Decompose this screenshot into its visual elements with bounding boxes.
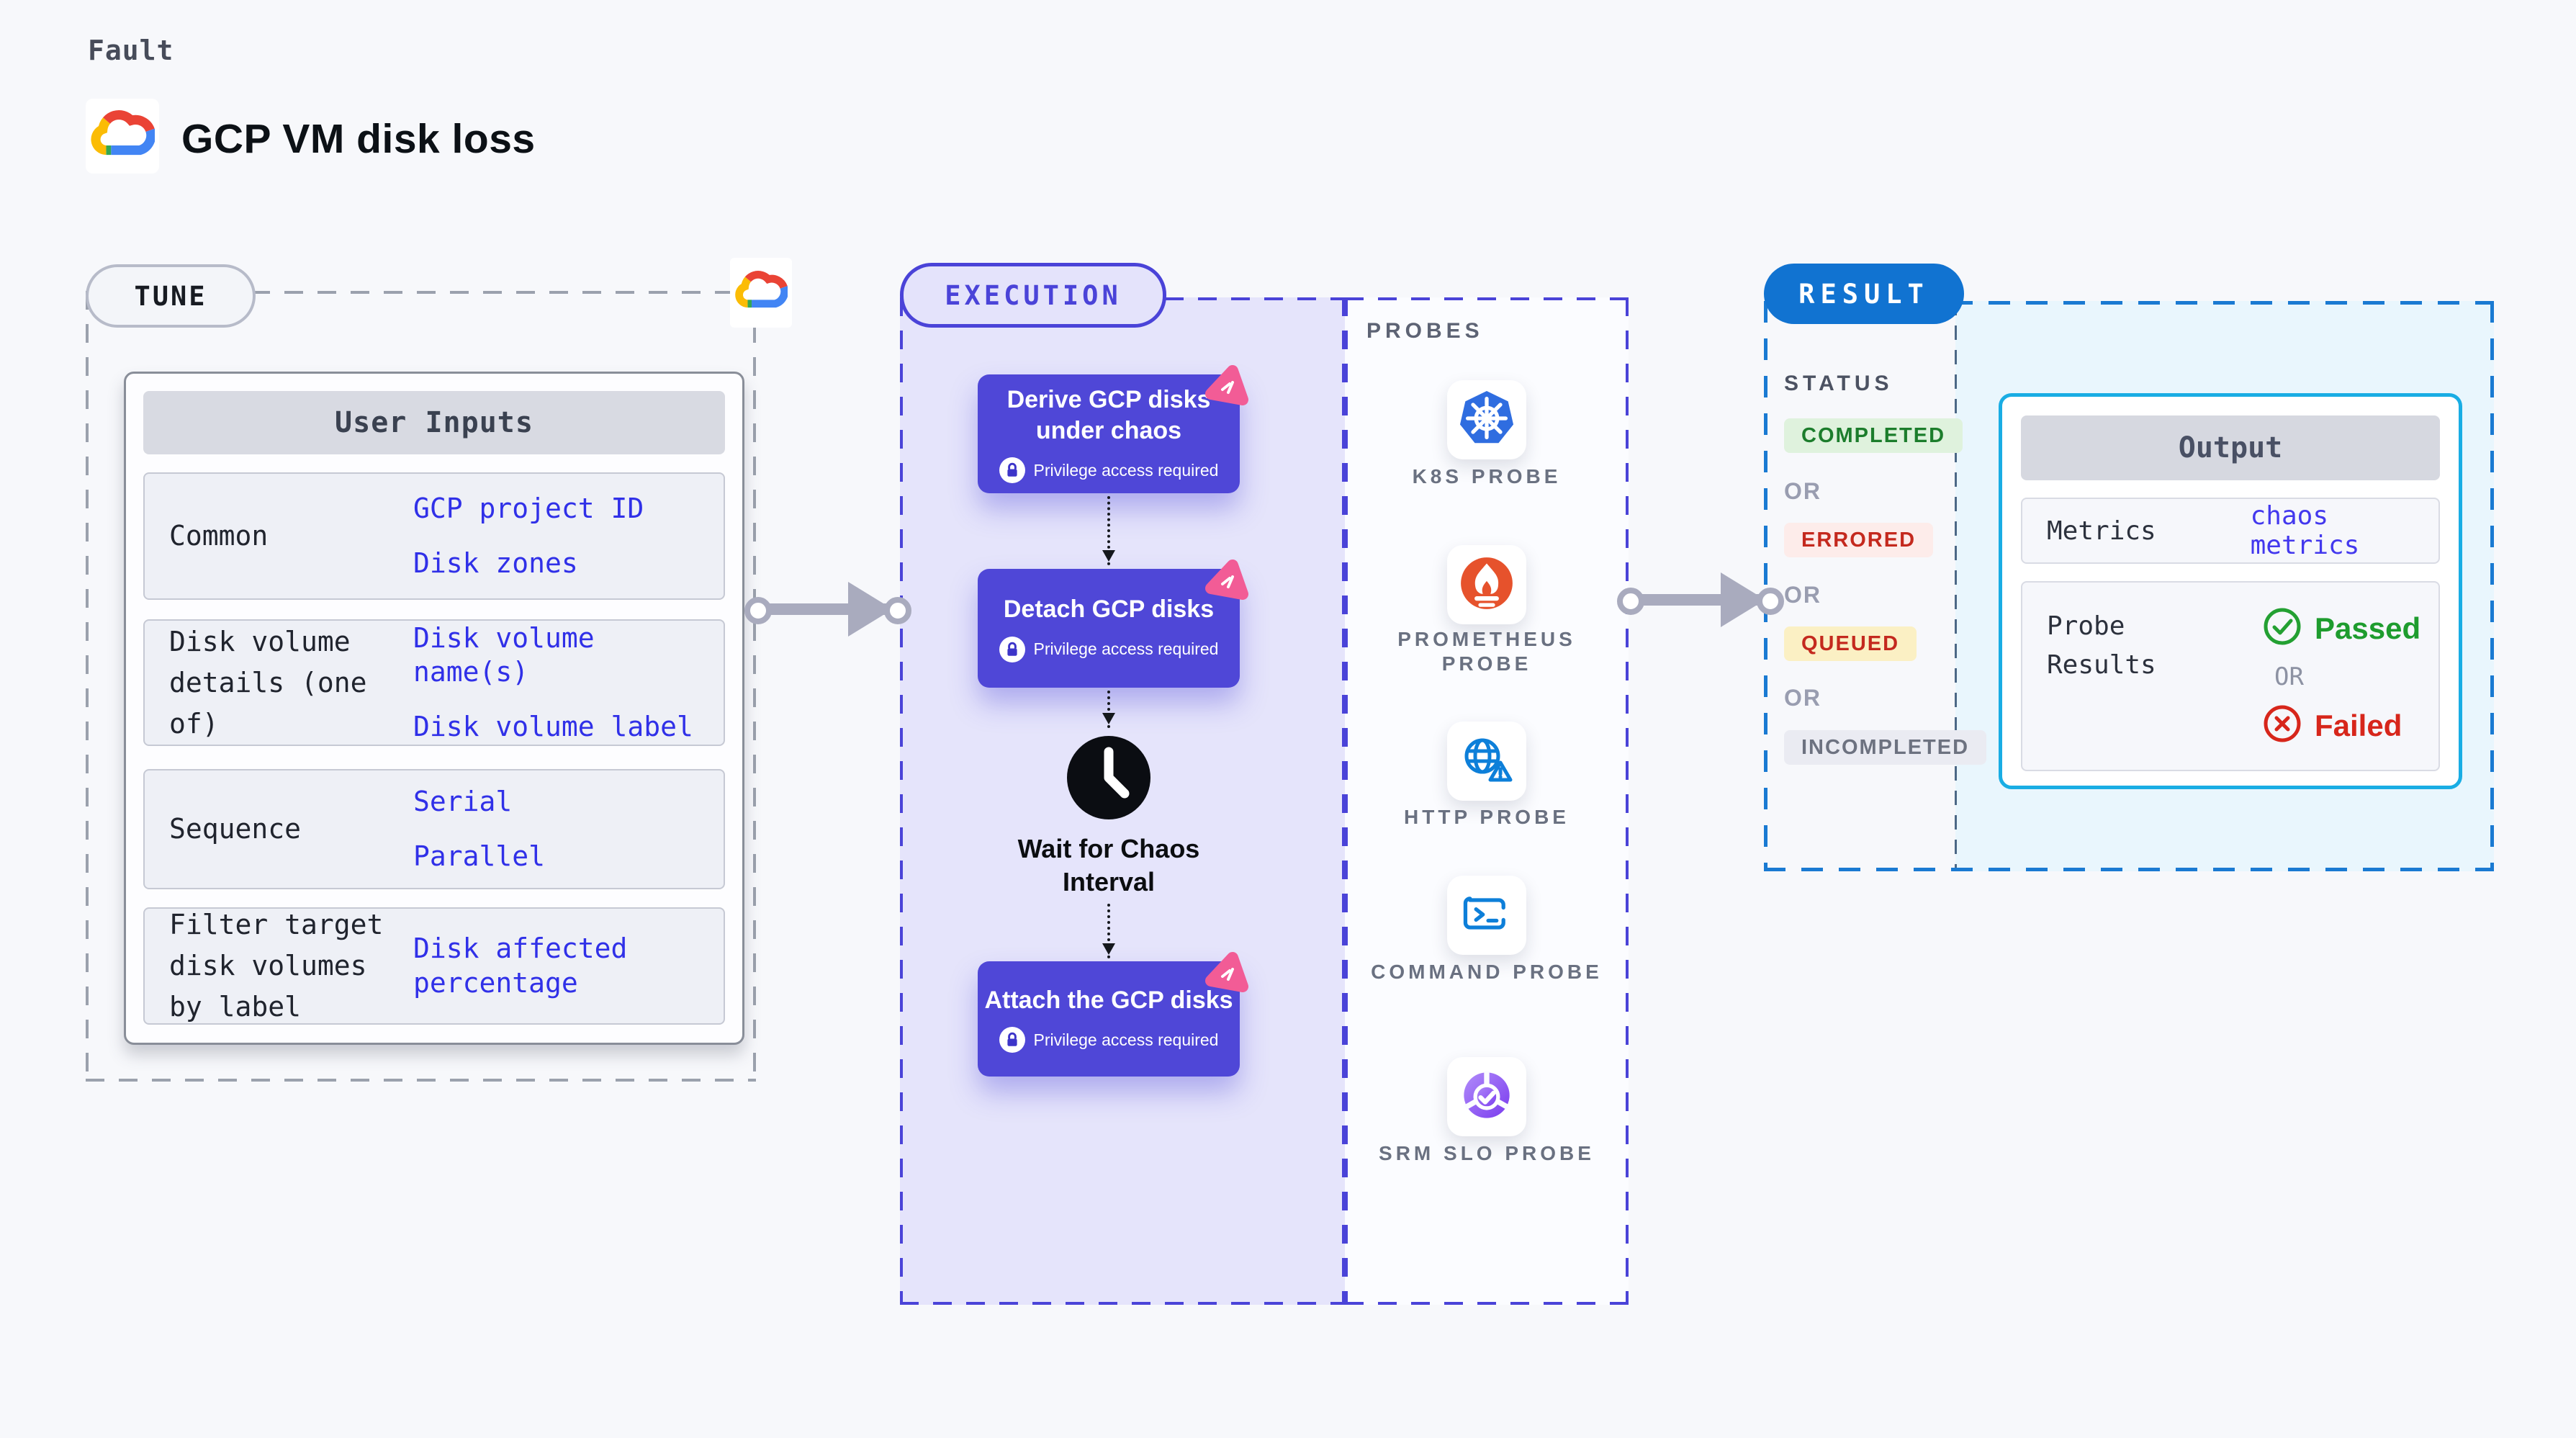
- status-badge-errored: ERRORED: [1784, 523, 1934, 557]
- input-value: Parallel: [413, 840, 545, 872]
- output-card: Output Metrics chaos metrics Probe Resul…: [1999, 393, 2462, 789]
- row-label: Filter target disk volumes by label: [169, 909, 384, 1023]
- passed-check-icon: [2263, 607, 2302, 650]
- privilege-note: Privilege access required: [1033, 1030, 1219, 1049]
- metrics-row: Metrics chaos metrics: [2021, 498, 2440, 564]
- failed-label: Failed: [2315, 708, 2402, 742]
- metrics-label: Metrics: [2047, 516, 2156, 546]
- http-probe-card: [1447, 722, 1526, 801]
- input-value: Disk zones: [413, 547, 578, 579]
- status-header: STATUS: [1784, 372, 1893, 395]
- srm-slo-probe-card: [1447, 1057, 1526, 1136]
- user-input-row-disk-volume: Disk volume details (one of) Disk volume…: [143, 619, 725, 746]
- http-globe-warning-icon: [1459, 734, 1515, 789]
- gcp-cloud-icon: [90, 109, 155, 164]
- gcp-logo-card-small: [730, 258, 792, 328]
- probe-label: SRM SLO PROBE: [1379, 1142, 1595, 1164]
- node-title: Derive GCP disks under chaos: [1006, 386, 1211, 444]
- user-inputs-header: User Inputs: [143, 391, 725, 454]
- execution-section-badge: EXECUTION: [900, 263, 1166, 328]
- probe-label: K8S PROBE: [1412, 465, 1562, 487]
- privilege-note: Privilege access required: [1033, 460, 1219, 480]
- tune-section-badge: TUNE: [86, 264, 256, 328]
- flow-connector: [1102, 904, 1115, 958]
- output-header: Output: [2021, 415, 2440, 480]
- failed-x-icon: [2263, 704, 2302, 747]
- or-label: OR: [1784, 478, 1821, 504]
- page-title: GCP VM disk loss: [181, 116, 536, 162]
- chaos-flag-icon: [1201, 360, 1251, 410]
- probe-label: PROMETHEUS PROBE: [1397, 628, 1576, 675]
- user-input-row-common: Common GCP project ID Disk zones: [143, 472, 725, 600]
- status-badge-completed: COMPLETED: [1784, 418, 1963, 453]
- execution-section: Derive GCP disks under chaos Privilege a…: [900, 297, 1345, 1305]
- status-badge-queued: QUEUED: [1784, 626, 1917, 661]
- row-label: Disk volume details (one of): [169, 625, 367, 740]
- row-label: Common: [169, 520, 269, 552]
- chaos-flag-icon: [1201, 947, 1251, 997]
- passed-item: Passed: [2263, 607, 2420, 650]
- result-divider: [1955, 301, 1957, 871]
- flow-connector: [1102, 691, 1115, 728]
- wait-clock-icon: [1064, 733, 1153, 822]
- user-inputs-card: User Inputs Common GCP project ID Disk z…: [124, 372, 744, 1045]
- prometheus-probe-card: [1447, 545, 1526, 624]
- k8s-probe-card: [1447, 380, 1526, 459]
- result-section: STATUS COMPLETED OR ERRORED OR QUEUED OR…: [1764, 301, 2494, 871]
- flow-arrow-probes-to-result: [1617, 571, 1784, 629]
- kubernetes-icon: [1459, 390, 1514, 449]
- srm-slo-icon: [1459, 1068, 1514, 1126]
- wait-for-chaos-label: Wait for Chaos Interval: [1017, 834, 1200, 897]
- or-label: OR: [1784, 582, 1821, 608]
- user-input-row-sequence: Sequence Serial Parallel: [143, 769, 725, 889]
- input-value: Serial: [413, 786, 513, 817]
- execution-node-derive-disks: Derive GCP disks under chaos Privilege a…: [978, 374, 1240, 493]
- command-probe-card: [1447, 876, 1526, 955]
- terminal-icon: [1459, 886, 1514, 945]
- status-badge-incompleted: INCOMPLETED: [1784, 730, 1987, 765]
- gcp-cloud-icon: [734, 269, 788, 316]
- input-value: Disk affected percentage: [413, 933, 628, 999]
- gcp-logo-card: [86, 99, 159, 174]
- chaos-flag-icon: [1201, 554, 1251, 605]
- or-label: OR: [1784, 685, 1821, 711]
- lock-icon: [999, 1027, 1025, 1053]
- probe-label: COMMAND PROBE: [1371, 961, 1603, 983]
- failed-item: Failed: [2263, 704, 2420, 747]
- passed-label: Passed: [2315, 611, 2421, 645]
- probe-results-row: Probe Results Passed OR: [2021, 581, 2440, 771]
- fault-kind-label: Fault: [88, 35, 174, 66]
- input-value: Disk volume name(s): [413, 621, 595, 688]
- node-title: Attach the GCP disks: [984, 986, 1233, 1014]
- result-section-badge: RESULT: [1764, 264, 1964, 324]
- row-label: Sequence: [169, 813, 302, 845]
- flow-arrow-tune-to-execution: [744, 580, 911, 638]
- or-label: OR: [2274, 662, 2304, 691]
- probes-header: PROBES: [1366, 319, 1484, 343]
- prometheus-icon: [1459, 556, 1514, 614]
- input-value: GCP project ID: [413, 493, 644, 524]
- node-title: Detach GCP disks: [1003, 596, 1215, 624]
- probes-section: PROBES K8S PROBE: [1345, 297, 1629, 1305]
- lock-icon: [999, 636, 1025, 662]
- probe-results-label: Probe Results: [2047, 611, 2156, 680]
- lock-icon: [999, 457, 1025, 483]
- user-input-row-filter: Filter target disk volumes by label Disk…: [143, 907, 725, 1025]
- metrics-value: chaos metrics: [2250, 501, 2360, 560]
- probe-label: HTTP PROBE: [1404, 806, 1570, 828]
- execution-node-attach-disks: Attach the GCP disks Privilege access re…: [978, 961, 1240, 1077]
- privilege-note: Privilege access required: [1033, 639, 1219, 659]
- execution-node-detach-disks: Detach GCP disks Privilege access requir…: [978, 569, 1240, 688]
- flow-connector: [1102, 496, 1115, 565]
- input-value: Disk volume label: [413, 710, 693, 742]
